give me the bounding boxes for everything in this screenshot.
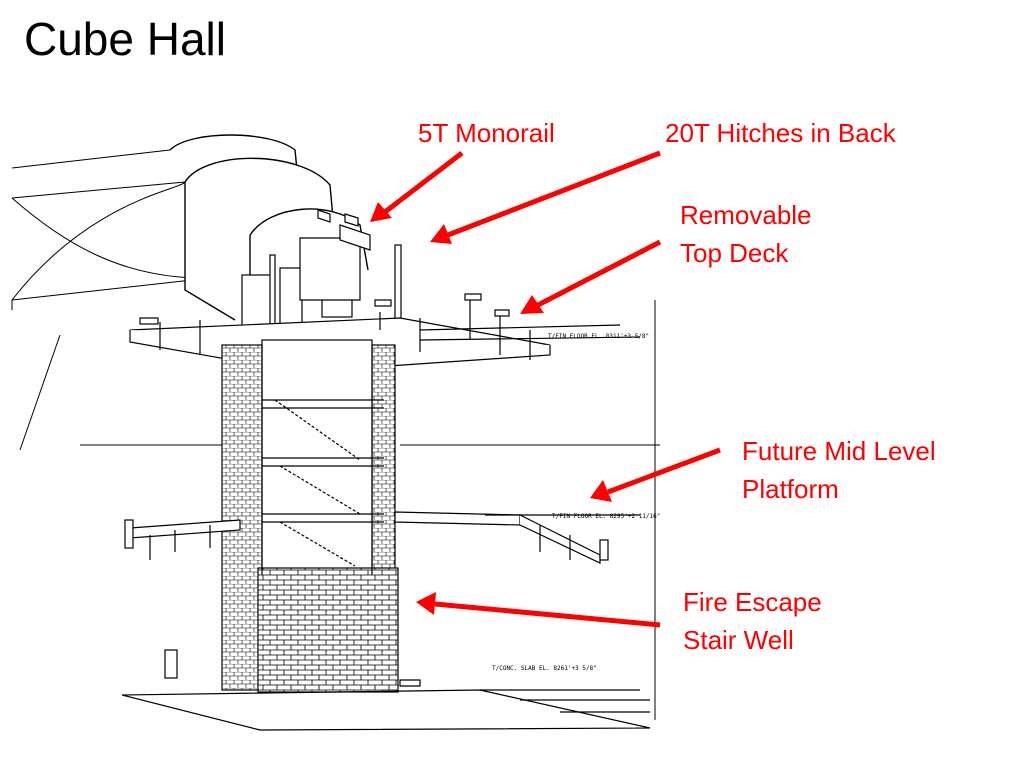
annotation-arrows xyxy=(370,150,721,628)
label-stair-well: Fire Escape Stair Well xyxy=(683,587,822,655)
mid-floor-note: T/FIN FLOOR EL. 8295'+2 11/16" xyxy=(552,513,660,520)
arrow-hitches-head xyxy=(430,224,452,244)
arrow-mid-level-head xyxy=(590,480,612,502)
arrow-top-deck xyxy=(536,239,662,308)
page-title: Cube Hall xyxy=(24,13,226,65)
label-top-deck: Removable Top Deck xyxy=(680,200,812,268)
arrow-stair-well xyxy=(434,601,661,628)
label-mid-level: Future Mid Level Platform xyxy=(742,436,936,504)
stair-well-tower xyxy=(221,339,399,693)
arrow-monorail xyxy=(383,151,464,214)
arrow-top-deck-head xyxy=(520,295,544,314)
arrow-stair-well-head xyxy=(416,592,436,615)
upper-floor-note: T/FIN FLOOR EL. 8311'+3 5/8" xyxy=(548,333,649,340)
label-hitches: 20T Hitches in Back xyxy=(665,118,896,148)
label-monorail: 5T Monorail xyxy=(418,118,555,148)
slab-note: T/CONC. SLAB EL. 8261'+3 5/8" xyxy=(492,665,597,672)
mid-level-platform xyxy=(124,511,640,564)
arrow-monorail-head xyxy=(370,202,392,222)
background-building xyxy=(11,149,660,720)
base-slab xyxy=(121,649,651,731)
arrow-hitches xyxy=(447,150,661,238)
arrow-mid-level xyxy=(607,447,721,495)
